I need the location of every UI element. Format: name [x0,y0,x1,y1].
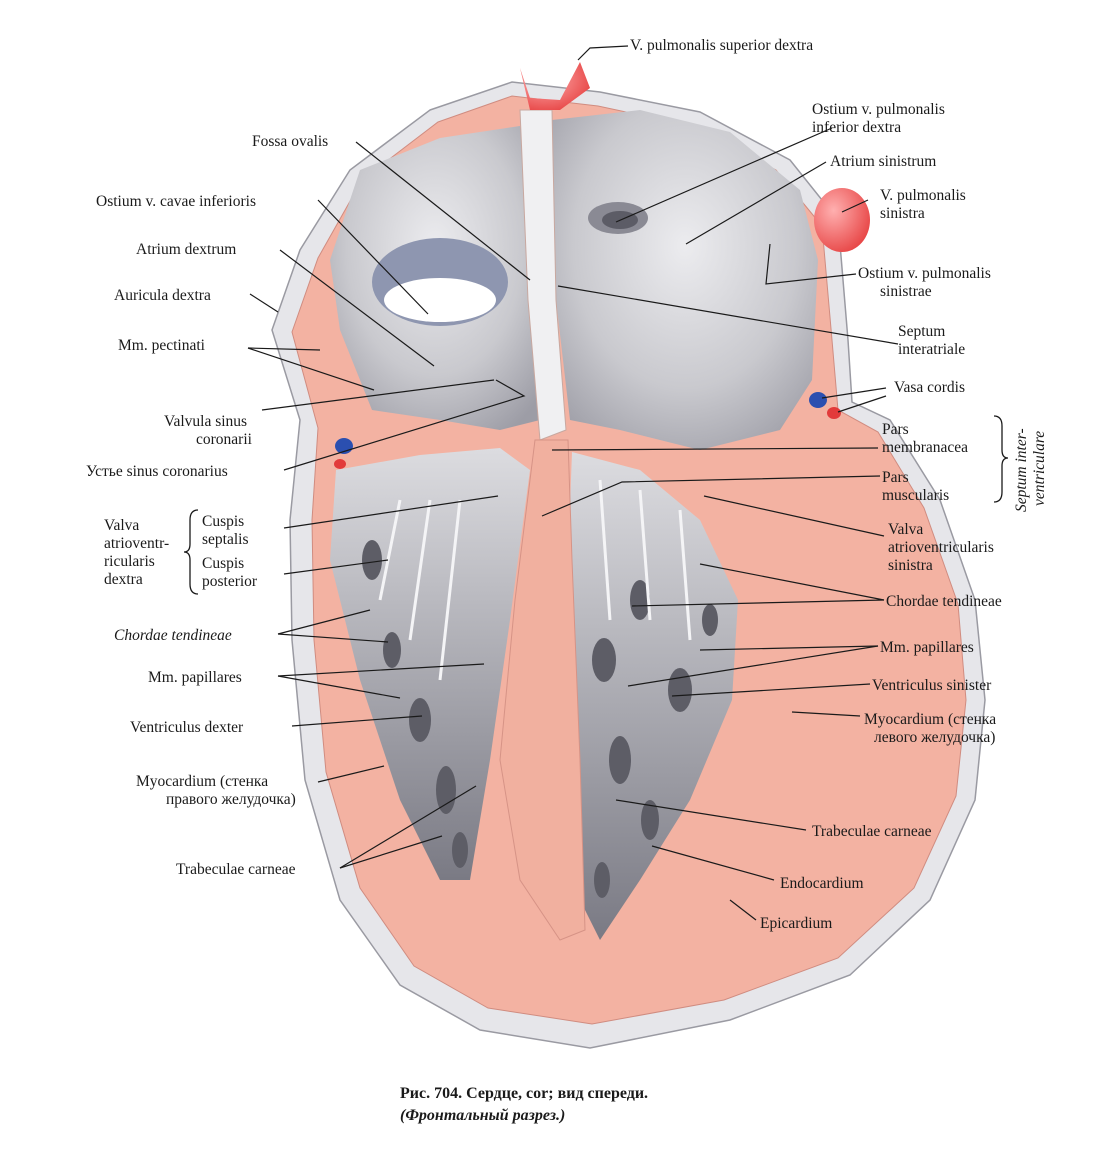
label-epicardium: Epicardium [760,915,832,932]
label-v-pulmonalis-sinistra-2: sinistra [880,205,925,222]
label-v-pulmonalis-superior-dextra: V. pulmonalis superior dextra [630,37,813,54]
label-mm-pectinati: Mm. pectinati [118,337,206,354]
label-fossa-ovalis: Fossa ovalis [252,133,328,150]
label-pars-muscularis-1: Pars [882,469,909,486]
label-v-pulmonalis-sinistra-1: V. pulmonalis [880,187,966,204]
label-trabeculae-carneae-right: Trabeculae carneae [812,823,932,840]
label-cuspis-septalis-1: Cuspis [202,513,244,530]
trabeculae-carneae-pattern [362,540,718,898]
label-pars-membranacea-2: membranacea [882,439,968,456]
left-ventricle-cavity [568,452,738,940]
label-septum-interatriale-1: Septum [898,323,945,340]
label-auricula-dextra: Auricula dextra [114,287,211,304]
figure-caption-line1: Рис. 704. Сердце, cor; вид спереди. [400,1085,648,1102]
figure-caption-line2: (Фронтальный разрез.) [400,1107,565,1124]
label-pars-membranacea-1: Pars [882,421,909,438]
label-cuspis-septalis-2: septalis [202,531,249,548]
left-atrium-cavity [552,110,818,450]
label-mm-papillares-left: Mm. papillares [148,669,242,686]
chordae-tendineae-strands [378,479,692,681]
label-ostium-v-pulmonalis-sinistrae-2: sinistrae [880,283,932,300]
label-ostium-v-pulmonalis-inferior-1: Ostium v. pulmonalis [812,101,945,118]
label-atrium-sinistrum: Atrium sinistrum [830,153,936,170]
label-valvula-sinus-2: coronarii [196,431,253,448]
label-myocardium-dextri-2: правого желудочка) [166,791,296,808]
label-ostium-v-pulmonalis-sinistrae-1: Ostium v. pulmonalis [858,265,991,282]
labels: V. pulmonalis superior dextra Fossa oval… [86,37,1048,932]
inferior-vena-cava-opening [384,278,496,322]
label-mm-papillares-right: Mm. papillares [880,639,974,656]
label-vasa-cordis: Vasa cordis [894,379,965,396]
label-chordae-tendineae-right: Chordae tendineae [886,593,1002,610]
label-valva-av-dextra-3: ricularis [104,553,155,570]
label-septum-interventriculare-2: ventriculare [1031,431,1048,506]
coronary-vessel-red-right [334,459,346,469]
coronary-vessel-red-left [827,407,841,419]
label-myocardium-dextri-1: Myocardium (стенка [136,773,268,790]
label-myocardium-sinistri-2: левого желудочка) [874,729,995,746]
brace-septum-interventriculare [993,415,1009,503]
label-endocardium: Endocardium [780,875,864,892]
label-ostium-v-pulmonalis-inferior-2: inferior dextra [812,119,901,136]
label-ventriculus-dexter: Ventriculus dexter [130,719,244,736]
label-valva-av-sinistra-3: sinistra [888,557,933,574]
pulmonary-vein-superior-dextra [520,62,590,110]
label-ustye-sinus-coronarius: Устье sinus coronarius [86,463,228,480]
label-valvula-sinus-1: Valvula sinus [164,413,247,430]
label-valva-av-dextra-1: Valva [104,517,139,534]
leader-lines [247,45,899,921]
brace-valva-av-dextra [183,509,199,595]
label-valva-av-dextra-4: dextra [104,571,143,588]
interventricular-septum [499,439,586,941]
label-trabeculae-carneae-left: Trabeculae carneae [176,861,296,878]
label-pars-muscularis-2: muscularis [882,487,949,504]
pulmonary-vein-sinistra [814,188,870,252]
label-atrium-dextrum: Atrium dextrum [136,241,236,258]
coronary-vessel-blue-left [809,392,827,408]
label-valva-av-sinistra-1: Valva [888,521,923,538]
label-myocardium-sinistri-1: Myocardium (стенка [864,711,996,728]
label-septum-interatriale-2: interatriale [898,341,965,358]
label-ostium-v-cavae-inferioris: Ostium v. cavae inferioris [96,193,256,210]
label-valva-av-dextra-2: atrioventr- [104,535,169,552]
label-ventriculus-sinister: Ventriculus sinister [872,677,992,694]
label-valva-av-sinistra-2: atrioventricularis [888,539,994,556]
label-septum-interventriculare-1: Septum inter- [1013,428,1030,512]
label-chordae-tendineae-left: Chordae tendineae [114,627,232,644]
label-cuspis-posterior-1: Cuspis [202,555,244,572]
label-cuspis-posterior-2: posterior [202,573,258,590]
